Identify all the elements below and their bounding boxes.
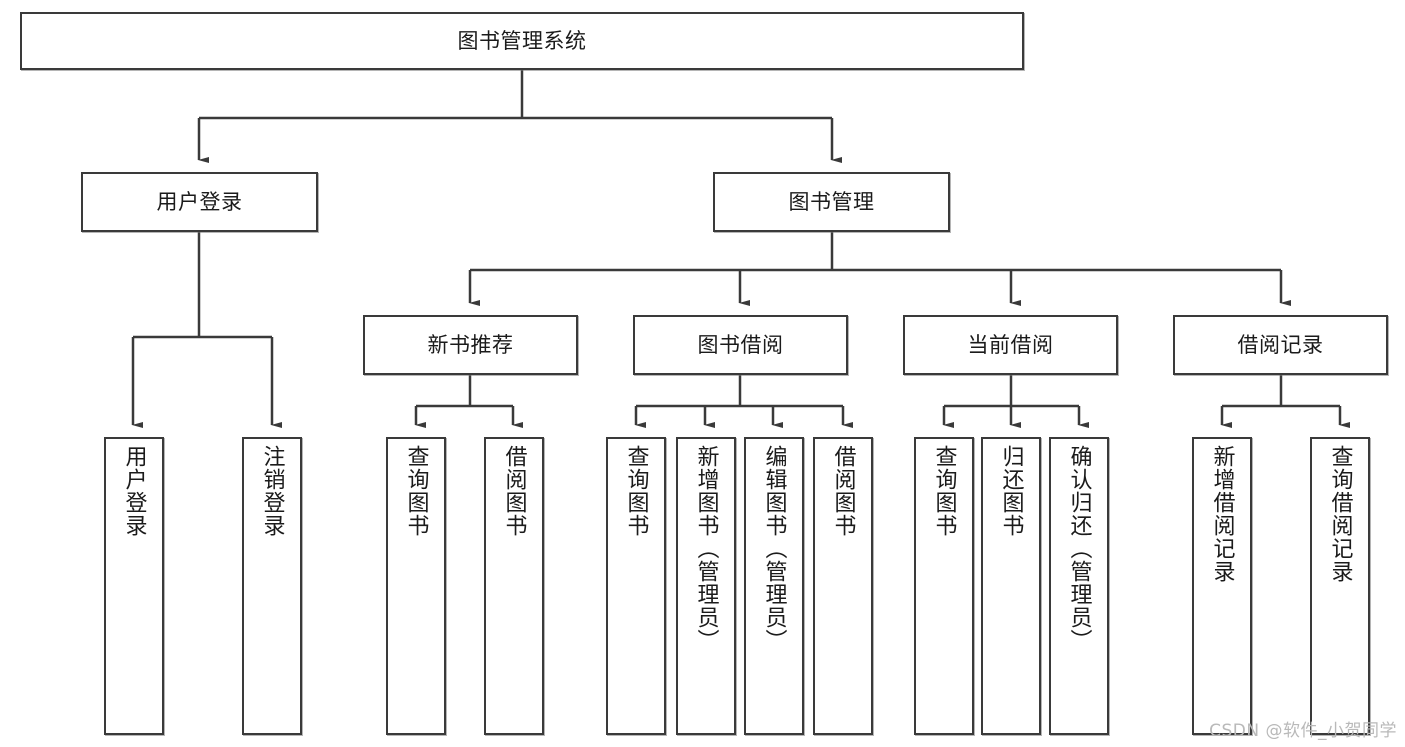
node-book-management-label: 图书管理 xyxy=(788,189,875,214)
leaf-borrow-borrow-book[interactable]: 借阅图书 xyxy=(813,437,873,735)
leaf-borrow-add-book[interactable]: 新增图书（管理员） xyxy=(676,437,736,735)
node-root[interactable]: 图书管理系统 xyxy=(20,12,1024,70)
node-current-borrow-label: 当前借阅 xyxy=(967,332,1054,357)
leaf-new-book-query[interactable]: 查询图书 xyxy=(386,437,446,735)
leaf-current-query-book[interactable]: 查询图书 xyxy=(914,437,974,735)
node-book-management[interactable]: 图书管理 xyxy=(713,172,950,232)
leaf-record-query-record-label: 查询借阅记录 xyxy=(1327,445,1353,583)
csdn-watermark: CSDN @软件_小贺同学 xyxy=(1209,721,1397,741)
leaf-record-add-record-label: 新增借阅记录 xyxy=(1209,445,1235,583)
leaf-borrow-query-book[interactable]: 查询图书 xyxy=(606,437,666,735)
leaf-user-login-logout[interactable]: 注销登录 xyxy=(242,437,302,735)
leaf-current-return-book[interactable]: 归还图书 xyxy=(981,437,1041,735)
node-borrow-record-label: 借阅记录 xyxy=(1237,332,1324,357)
leaf-user-login-logout-label: 注销登录 xyxy=(259,445,285,537)
leaf-new-book-borrow-label: 借阅图书 xyxy=(501,445,527,537)
leaf-current-confirm-return[interactable]: 确认归还（管理员） xyxy=(1049,437,1109,735)
leaf-borrow-query-book-label: 查询图书 xyxy=(623,445,649,537)
node-new-book-recommend[interactable]: 新书推荐 xyxy=(363,315,578,375)
node-book-borrow-label: 图书借阅 xyxy=(697,332,784,357)
node-current-borrow[interactable]: 当前借阅 xyxy=(903,315,1118,375)
node-root-label: 图书管理系统 xyxy=(457,28,587,53)
leaf-user-login-login[interactable]: 用户登录 xyxy=(104,437,164,735)
leaf-current-return-book-label: 归还图书 xyxy=(998,445,1024,537)
leaf-new-book-query-label: 查询图书 xyxy=(403,445,429,537)
leaf-current-confirm-return-label: 确认归还（管理员） xyxy=(1066,445,1092,652)
node-new-book-recommend-label: 新书推荐 xyxy=(427,332,514,357)
leaf-record-query-record[interactable]: 查询借阅记录 xyxy=(1310,437,1370,735)
leaf-record-add-record[interactable]: 新增借阅记录 xyxy=(1192,437,1252,735)
leaf-borrow-borrow-book-label: 借阅图书 xyxy=(830,445,856,537)
node-user-login[interactable]: 用户登录 xyxy=(81,172,318,232)
leaf-new-book-borrow[interactable]: 借阅图书 xyxy=(484,437,544,735)
node-book-borrow[interactable]: 图书借阅 xyxy=(633,315,848,375)
leaf-borrow-edit-book-label: 编辑图书（管理员） xyxy=(761,445,787,652)
node-user-login-label: 用户登录 xyxy=(156,189,243,214)
leaf-current-query-book-label: 查询图书 xyxy=(931,445,957,537)
leaf-borrow-edit-book[interactable]: 编辑图书（管理员） xyxy=(744,437,804,735)
leaf-borrow-add-book-label: 新增图书（管理员） xyxy=(693,445,719,652)
node-borrow-record[interactable]: 借阅记录 xyxy=(1173,315,1388,375)
leaf-user-login-login-label: 用户登录 xyxy=(121,445,147,537)
